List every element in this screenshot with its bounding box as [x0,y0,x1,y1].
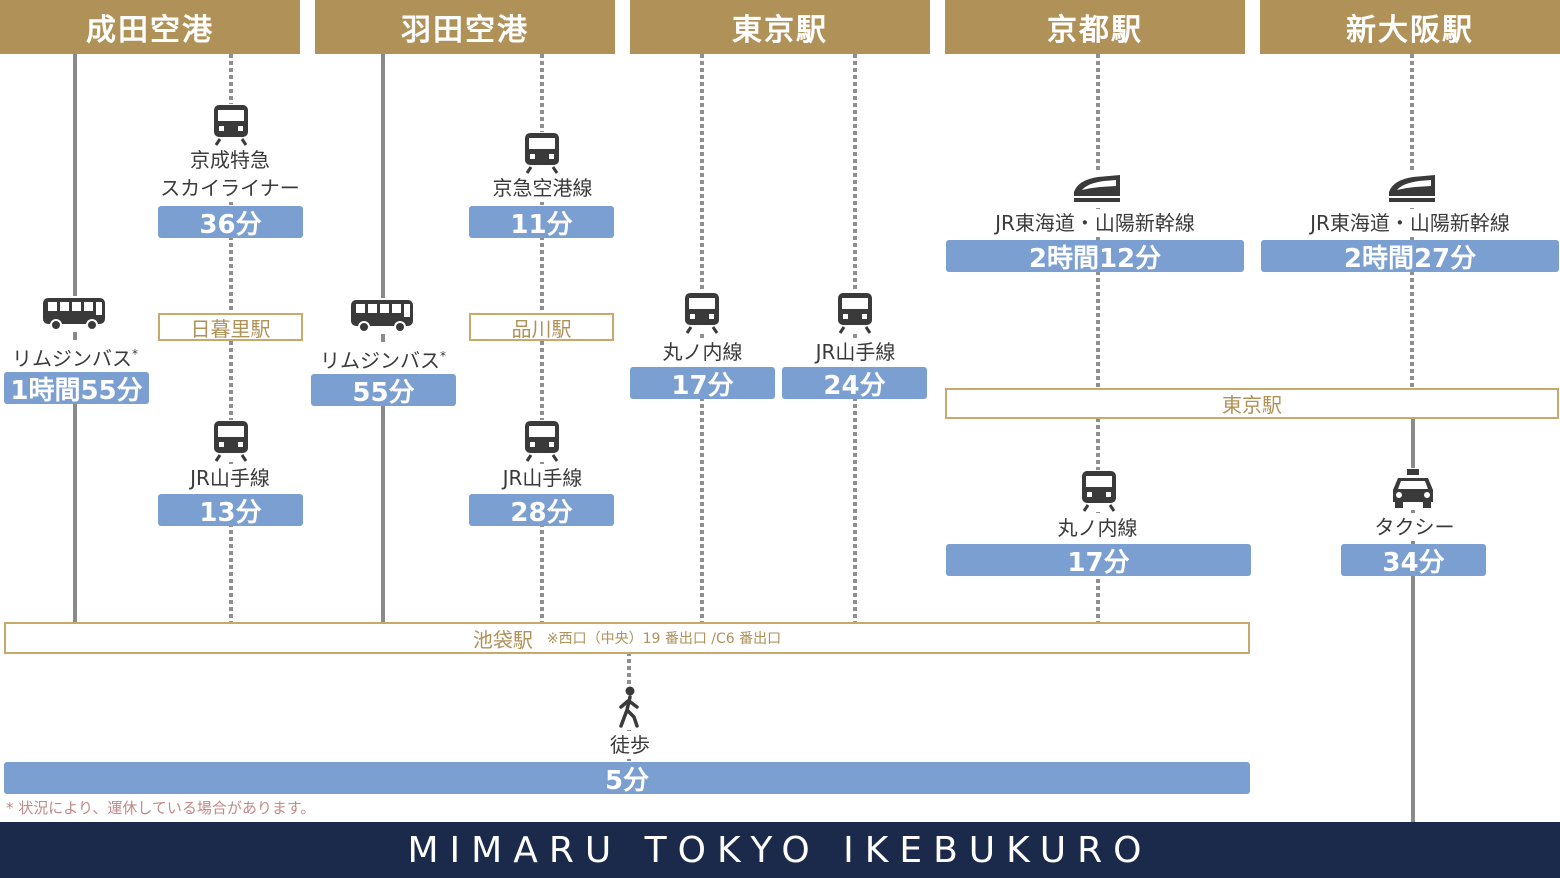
train-icon [1080,470,1118,512]
shinkansen-icon [1387,172,1437,206]
train-icon [212,104,250,146]
haneda-bus-label: リムジンバス* [308,342,458,375]
route-line-shinosaka-taxi [1411,418,1415,822]
shinosaka-taxi-time: 34分 [1341,544,1486,578]
haneda-train2-label: JR山手線 [470,464,615,492]
haneda-bus-mark: * [440,349,446,363]
train-icon [523,420,561,462]
ikebukuro-station-name: 池袋駅 [472,627,533,652]
kyoto-subway-time: 17分 [946,544,1251,578]
narita-train2-label: JR山手線 [160,464,300,492]
narita-train1-label-line2: スカイライナー [150,174,310,202]
tokyo-route1-time: 17分 [630,367,775,401]
route-line-kyoto [1096,54,1100,624]
ikebukuro-exit-note: ※西口（中央）19 番出口 /C6 番出口 [546,631,782,647]
header-tokyo: 東京駅 [630,0,930,54]
train-icon [212,420,250,462]
train-icon [683,292,721,334]
walk-time: 5分 [4,762,1250,796]
train-icon [523,132,561,174]
footer-hotel-name: MIMARU TOKYO IKEBUKURO [0,822,1560,878]
shinkansen-icon [1072,172,1122,206]
narita-bus-label: リムジンバス* [0,340,150,373]
train-icon [836,292,874,334]
route-line-haneda-bus [381,54,385,624]
shinosaka-shinkansen-time: 2時間27分 [1261,240,1559,274]
kyoto-shinkansen-time: 2時間12分 [946,240,1244,274]
tokyo-route2-time: 24分 [782,367,927,401]
tokyo-route2-label: JR山手線 [783,338,928,366]
header-narita: 成田空港 [0,0,300,54]
haneda-train2-time: 28分 [469,494,614,528]
bus-icon [42,296,106,332]
narita-bus-mark: * [132,347,138,361]
kyoto-subway-label: 丸ノ内線 [1025,514,1170,542]
header-haneda: 羽田空港 [315,0,615,54]
ikebukuro-station: 池袋駅 ※西口（中央）19 番出口 /C6 番出口 [4,622,1250,654]
shinosaka-taxi-label: タクシー [1342,513,1487,541]
tokyo-route1-label: 丸ノ内線 [630,338,775,366]
haneda-transfer-station: 品川駅 [469,313,614,341]
kyoto-shinkansen-label: JR東海道・山陽新幹線 [945,209,1245,237]
narita-bus-time: 1時間55分 [4,372,149,406]
footnote: * 状況により、運休している場合があります。 [6,799,316,817]
tokyo-transfer-station: 東京駅 [945,388,1559,419]
bus-icon [350,298,414,334]
walking-person-icon [615,686,645,730]
narita-train1-time: 36分 [158,206,303,240]
header-kyoto: 京都駅 [945,0,1245,54]
taxi-icon [1390,468,1436,510]
narita-train2-time: 13分 [158,494,303,528]
walk-label: 徒歩 [590,731,670,759]
header-shinosaka: 新大阪駅 [1260,0,1560,54]
haneda-train1-label: 京急空港線 [470,174,615,202]
haneda-train1-time: 11分 [469,206,614,240]
shinosaka-shinkansen-label: JR東海道・山陽新幹線 [1260,209,1560,237]
narita-transfer-station: 日暮里駅 [158,313,303,341]
haneda-bus-time: 55分 [311,374,456,408]
narita-train1-label-line1: 京成特急 [150,146,310,174]
route-line-narita-bus [73,54,77,624]
